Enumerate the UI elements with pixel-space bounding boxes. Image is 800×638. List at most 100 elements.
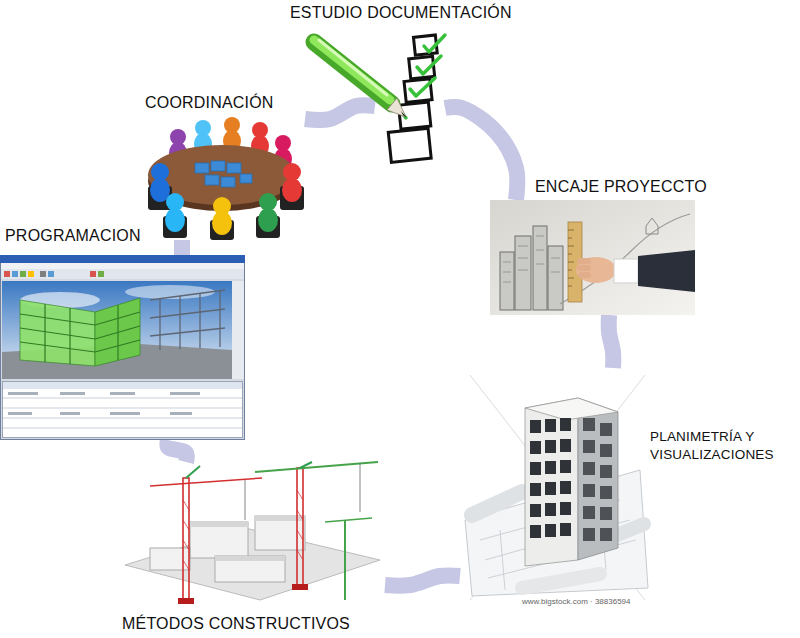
software-screenshot-part-part bbox=[40, 271, 46, 277]
checklist-illustration-part-part bbox=[424, 35, 445, 52]
software-screenshot-part bbox=[4, 271, 104, 277]
stage-node: ENCAJE PROYECCTO bbox=[490, 200, 695, 315]
meeting-illustration-part-part bbox=[205, 175, 219, 185]
stage-label: MÉTODOS CONSTRUCTIVOS bbox=[122, 615, 350, 633]
construction-site-illustration-part-part bbox=[190, 522, 248, 558]
cycle-connector bbox=[609, 315, 614, 368]
meeting-illustration-part bbox=[150, 163, 302, 235]
stage-label: PLANIMETRÍA Y VISUALIZACIONES bbox=[650, 428, 796, 464]
building-blueprint-illustration-part-part bbox=[560, 460, 571, 473]
software-screenshot-part-part bbox=[150, 290, 225, 300]
building-blueprint-illustration-part-part bbox=[500, 530, 505, 590]
construction-site-illustration-part bbox=[178, 598, 194, 604]
sketch-ruler-illustration-part bbox=[503, 236, 560, 282]
building-blueprint-illustration-part bbox=[583, 418, 612, 541]
construction-site-illustration-part-part bbox=[297, 550, 303, 560]
construction-site-illustration-part bbox=[150, 468, 303, 600]
construction-site-illustration-part-part bbox=[297, 510, 303, 520]
sketch-ruler-illustration-part bbox=[568, 230, 574, 286]
software-screenshot-part-part bbox=[3, 418, 242, 419]
software-screenshot-part bbox=[0, 255, 245, 263]
construction-site-illustration-part-part bbox=[183, 478, 189, 600]
sketch-ruler-illustration-part bbox=[638, 250, 695, 292]
software-screenshot-part-part bbox=[110, 412, 140, 415]
construction-site-illustration-part-part bbox=[190, 522, 248, 527]
software-screenshot-part bbox=[232, 281, 244, 379]
software-screenshot-part bbox=[3, 382, 242, 389]
meeting-illustration bbox=[148, 117, 304, 240]
software-screenshot-part-part bbox=[20, 326, 140, 339]
checklist-illustration-part-part bbox=[388, 128, 431, 162]
sketch-ruler-illustration-part-part bbox=[533, 226, 547, 310]
building-blueprint-illustration-part bbox=[578, 398, 618, 560]
checklist-illustration-part bbox=[319, 40, 387, 95]
building-blueprint-illustration-part-part bbox=[530, 483, 541, 496]
software-screenshot-part-part bbox=[150, 328, 225, 336]
software-screenshot-part-part bbox=[60, 412, 80, 415]
stage-label: PROGRAMACION bbox=[5, 227, 141, 245]
software-screenshot-part-part bbox=[219, 291, 220, 347]
sketch-ruler-illustration-part-part bbox=[568, 270, 572, 271]
software-screenshot-part bbox=[1, 269, 244, 279]
software-screenshot-part bbox=[150, 290, 225, 350]
software-screenshot-part-part bbox=[44, 304, 45, 362]
building-blueprint-illustration-part bbox=[472, 492, 522, 515]
construction-site-illustration-part-part bbox=[215, 556, 285, 582]
software-screenshot-part-part bbox=[159, 299, 160, 350]
software-screenshot-part bbox=[3, 398, 242, 428]
software-screenshot-part-part bbox=[8, 392, 38, 395]
construction-site-illustration-part-part bbox=[297, 530, 303, 540]
building-blueprint-illustration-part-part bbox=[530, 420, 541, 433]
software-screenshot-part-part bbox=[90, 271, 96, 277]
building-blueprint-illustration-part-part bbox=[600, 423, 612, 436]
sketch-ruler-illustration-part-part bbox=[568, 278, 574, 279]
building-blueprint-illustration-part-part bbox=[560, 523, 571, 536]
construction-site-illustration-part-part bbox=[183, 520, 189, 530]
sketch-ruler-illustration-part-part bbox=[503, 262, 511, 263]
construction-site-illustration-part bbox=[344, 520, 346, 600]
construction-site-illustration-part bbox=[300, 462, 312, 468]
stage-label: COORDINACIÓN bbox=[145, 94, 274, 112]
building-blueprint-illustration-part-part bbox=[545, 461, 556, 474]
building-blueprint-illustration-part-part bbox=[600, 465, 612, 478]
watermark-text: www.bigstock.com · 38836594 bbox=[522, 597, 631, 607]
software-screenshot-part-part bbox=[110, 392, 135, 395]
cycle-connector bbox=[445, 107, 517, 200]
building-blueprint-illustration-part bbox=[530, 418, 571, 538]
stage-node: MÉTODOS CONSTRUCTIVOS bbox=[115, 462, 385, 610]
building-blueprint-illustration-part-part bbox=[583, 528, 595, 541]
checklist-illustration-part bbox=[314, 40, 390, 100]
construction-site-illustration bbox=[125, 462, 380, 604]
software-screenshot-part-part bbox=[28, 271, 34, 277]
sketch-ruler-illustration-part-part bbox=[568, 262, 574, 263]
meeting-illustration-part-part bbox=[195, 163, 209, 173]
sketch-ruler-illustration-part bbox=[578, 272, 591, 278]
meeting-illustration-part-part bbox=[212, 211, 232, 235]
building-blueprint-illustration-part-part bbox=[530, 462, 541, 475]
building-blueprint-illustration-part-part bbox=[560, 418, 571, 431]
software-screenshot-part-part bbox=[8, 412, 32, 415]
software-screenshot-part bbox=[8, 392, 200, 415]
construction-site-illustration-part bbox=[125, 528, 380, 600]
software-screenshot-part-part bbox=[170, 412, 192, 415]
construction-site-illustration-part bbox=[183, 490, 303, 570]
software-screenshot-part bbox=[2, 281, 232, 379]
building-blueprint-illustration-part-part bbox=[583, 484, 595, 497]
cycle-connector bbox=[305, 105, 375, 120]
sketch-ruler-illustration-part-part bbox=[518, 258, 528, 259]
stage-node: PROGRAMACION bbox=[0, 255, 245, 440]
construction-site-illustration-part bbox=[150, 516, 305, 582]
building-blueprint-illustration-part-part bbox=[530, 504, 541, 517]
building-blueprint-illustration-part-part bbox=[545, 440, 556, 453]
building-blueprint-illustration-part-part bbox=[600, 507, 612, 520]
building-blueprint-illustration bbox=[465, 375, 648, 600]
building-blueprint-illustration-part-part bbox=[583, 418, 595, 431]
sketch-ruler-illustration-part bbox=[614, 259, 638, 283]
construction-site-illustration-part bbox=[255, 462, 378, 472]
construction-site-illustration-part bbox=[292, 584, 308, 590]
meeting-illustration-part bbox=[148, 186, 304, 240]
software-screenshot-part-part bbox=[150, 309, 225, 318]
building-blueprint-illustration-part-part bbox=[600, 444, 612, 457]
building-blueprint-illustration-part-part bbox=[583, 462, 595, 475]
